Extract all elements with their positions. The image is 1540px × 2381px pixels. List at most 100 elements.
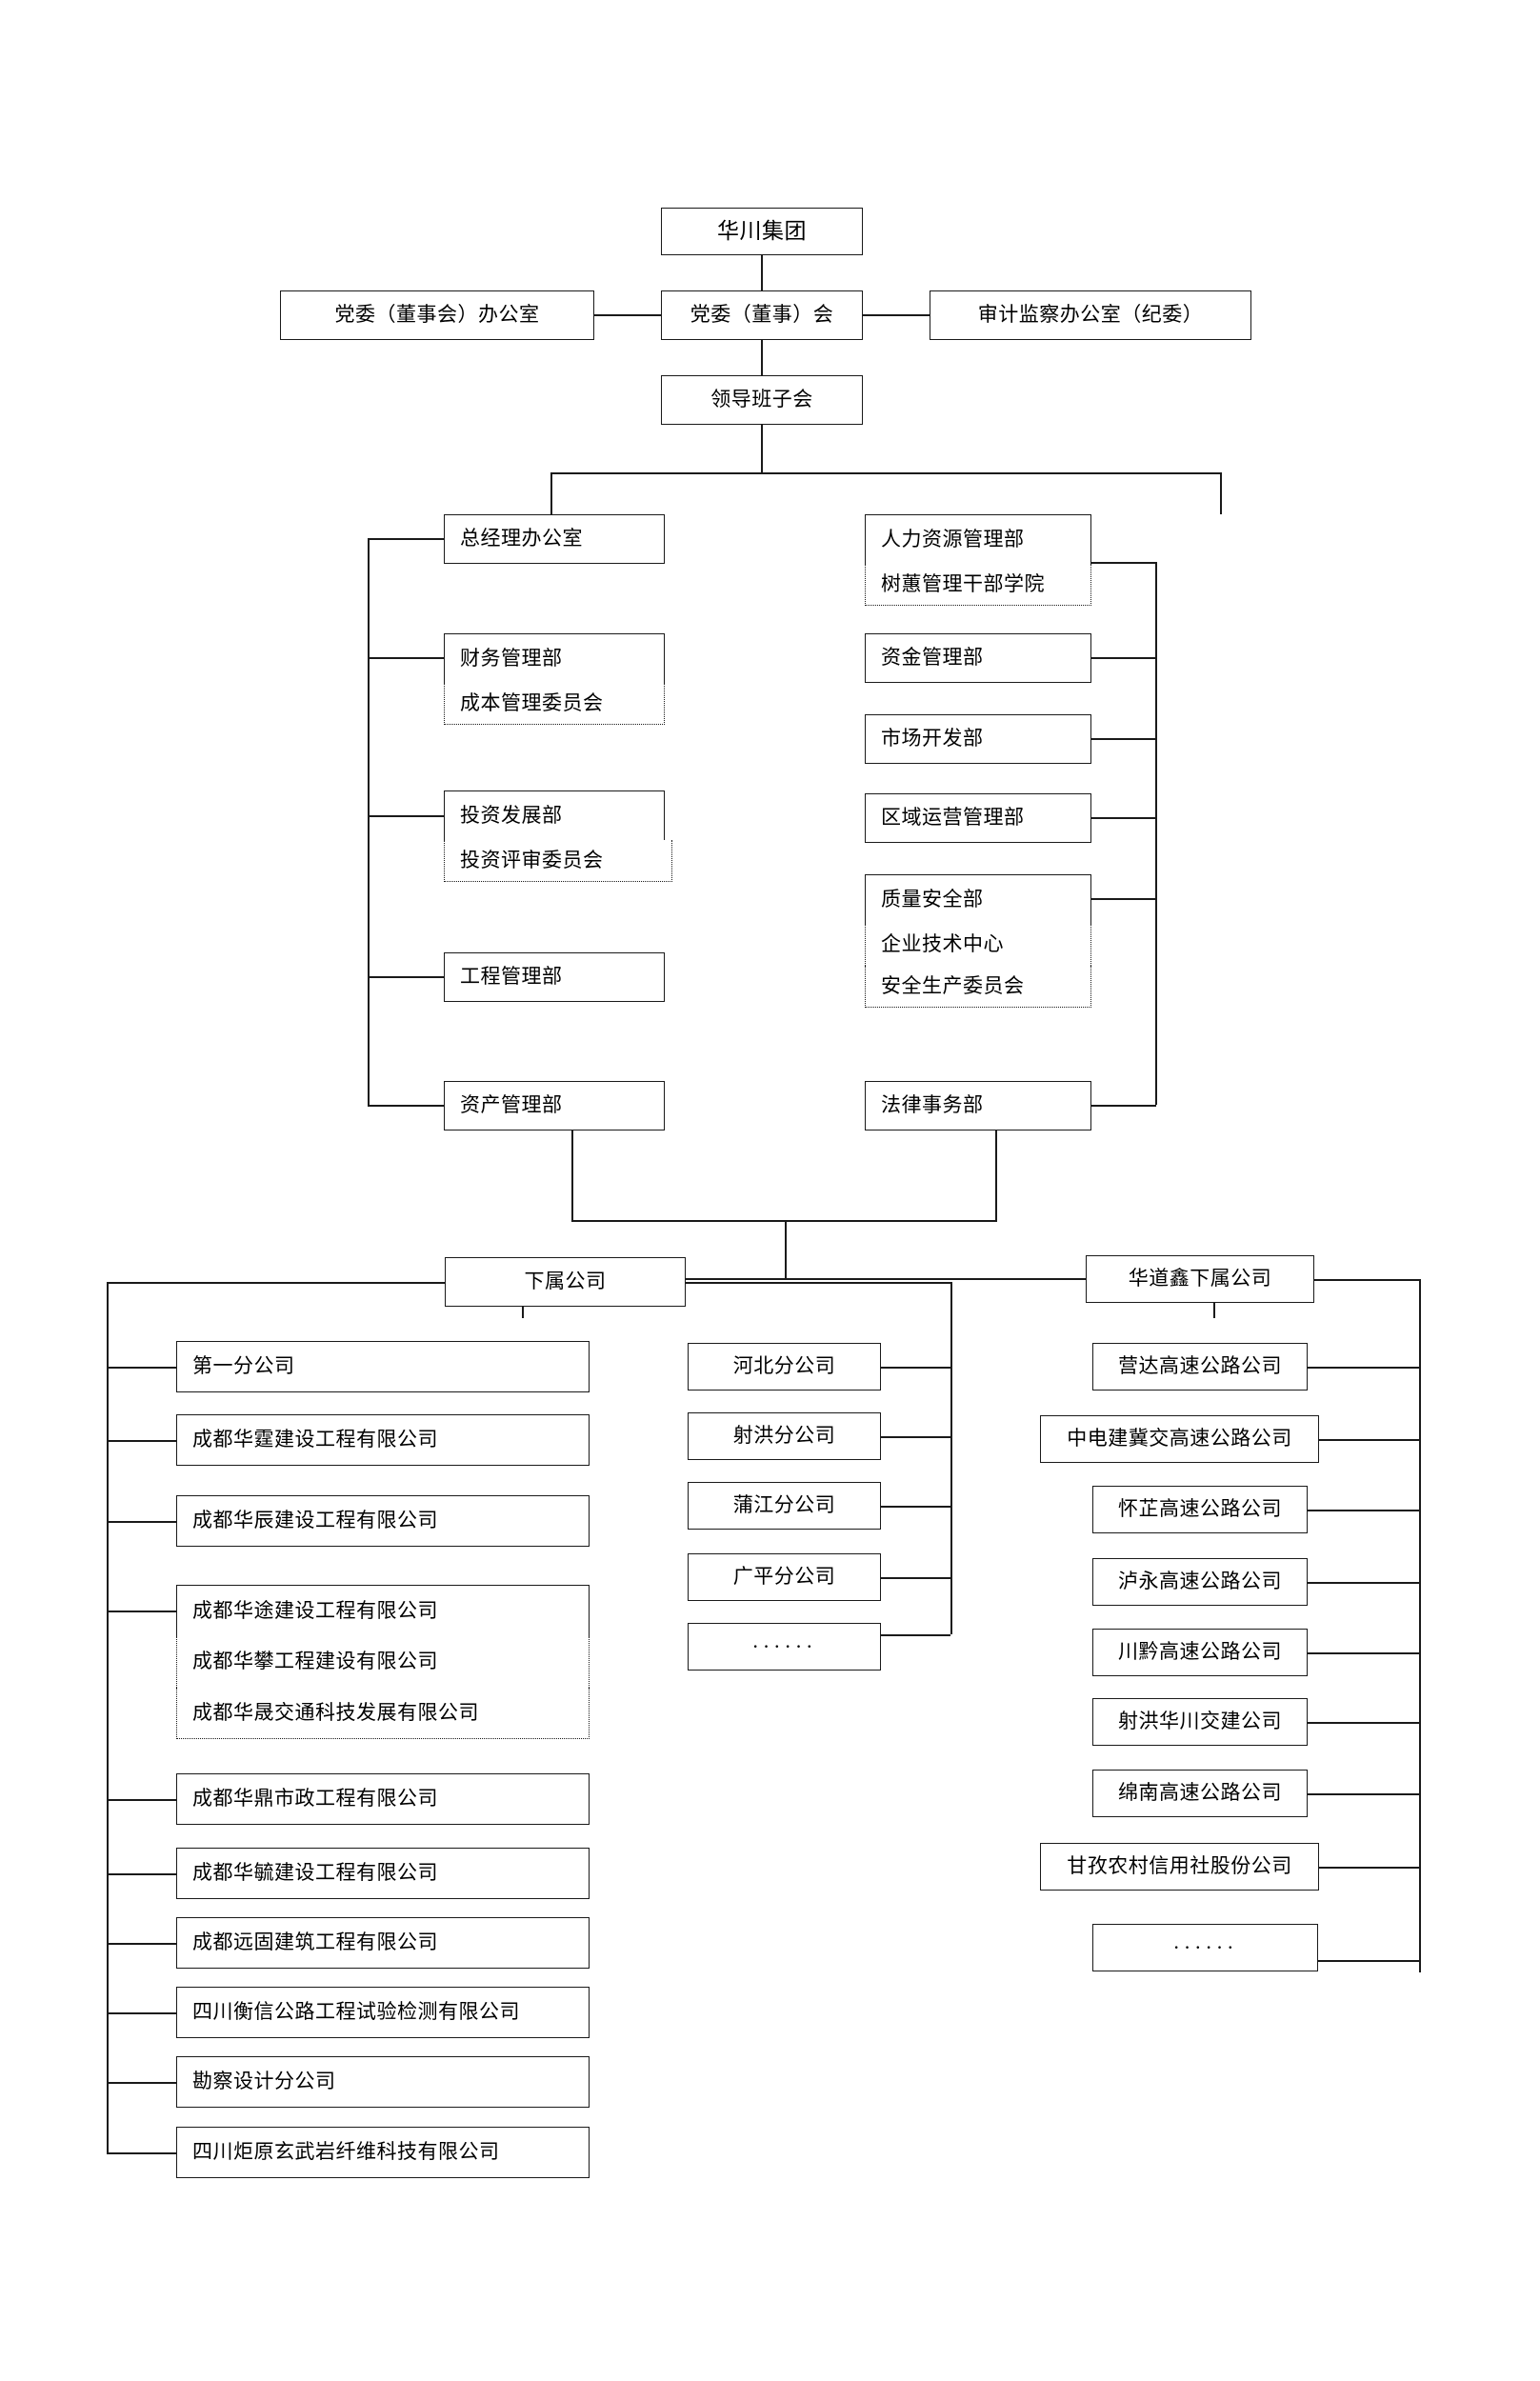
node-subunit-cost-committee[interactable]: 成本管理委员会 — [444, 683, 665, 725]
connector-root-down — [761, 255, 763, 293]
connector-sub-left-6 — [107, 1799, 176, 1801]
node-dept-human-resources[interactable]: 人力资源管理部 — [865, 514, 1091, 564]
connector-left-2 — [368, 815, 444, 817]
subsidiary-middle-spine — [950, 1282, 952, 1634]
node-branch-4[interactable]: 广平分公司 — [688, 1553, 881, 1601]
connector-right-3 — [1091, 817, 1156, 819]
node-subunit-safety-production-committee[interactable]: 安全生产委员会 — [865, 966, 1091, 1008]
connector-hdx-3 — [1308, 1582, 1419, 1584]
node-subsidiary-5[interactable]: 成都华攀工程建设有限公司 — [176, 1636, 590, 1688]
node-branch-2[interactable]: 射洪分公司 — [688, 1412, 881, 1460]
node-subsidiary-2[interactable]: 成都华霆建设工程有限公司 — [176, 1414, 590, 1466]
connector-hdx-7 — [1319, 1867, 1419, 1869]
node-dept-engineering[interactable]: 工程管理部 — [444, 952, 665, 1002]
subsidiary-left-spine — [107, 1282, 109, 2153]
connector-huadaoxin-header — [1314, 1279, 1419, 1281]
node-dept-fund[interactable]: 资金管理部 — [865, 633, 1091, 683]
connector-merge-down — [785, 1220, 787, 1279]
node-dept-general-manager-office[interactable]: 总经理办公室 — [444, 514, 665, 564]
connector-hdx-8 — [1318, 1960, 1419, 1962]
connector-sub-left-7 — [107, 1873, 176, 1875]
connector-hdx-1 — [1319, 1439, 1419, 1441]
node-dept-regional-operations[interactable]: 区域运营管理部 — [865, 793, 1091, 843]
connector-sub-mid-3 — [881, 1577, 950, 1579]
node-dept-finance[interactable]: 财务管理部 — [444, 633, 665, 683]
node-huadaoxin-more[interactable]: ······ — [1092, 1924, 1318, 1971]
node-subsidiary-header[interactable]: 下属公司 — [445, 1257, 686, 1307]
connector-sub-mid-0 — [881, 1367, 950, 1369]
node-subunit-enterprise-tech-center[interactable]: 企业技术中心 — [865, 924, 1091, 966]
connector-sub-mid-4 — [881, 1634, 950, 1636]
connector-partyoffice-committee — [594, 314, 661, 316]
connector-sub-left-9 — [107, 2012, 176, 2014]
node-huadaoxin-8[interactable]: 甘孜农村信用社股份公司 — [1040, 1843, 1319, 1891]
connector-sub-left-3 — [107, 1611, 176, 1612]
node-dept-quality-safety[interactable]: 质量安全部 — [865, 874, 1091, 924]
connector-sub-mid-1 — [881, 1436, 950, 1438]
node-subsidiary-6[interactable]: 成都华晟交通科技发展有限公司 — [176, 1688, 590, 1739]
node-branch-more[interactable]: ······ — [688, 1623, 881, 1671]
node-huadaoxin-5[interactable]: 川黔高速公路公司 — [1092, 1629, 1308, 1676]
node-subsidiary-10[interactable]: 四川衡信公路工程试验检测有限公司 — [176, 1987, 590, 2038]
node-subsidiary-11[interactable]: 勘察设计分公司 — [176, 2056, 590, 2108]
node-dept-market-development[interactable]: 市场开发部 — [865, 714, 1091, 764]
connector-legal-down — [995, 1130, 997, 1221]
connector-left-0 — [368, 538, 444, 540]
node-party-committee[interactable]: 党委（董事）会 — [661, 290, 863, 340]
node-branch-3[interactable]: 蒲江分公司 — [688, 1482, 881, 1530]
node-huadaoxin-header[interactable]: 华道鑫下属公司 — [1086, 1255, 1314, 1303]
connector-left-4 — [368, 1105, 444, 1107]
node-subsidiary-12[interactable]: 四川炬原玄武岩纤维科技有限公司 — [176, 2127, 590, 2178]
node-subunit-shuhui-academy[interactable]: 树蕙管理干部学院 — [865, 564, 1091, 606]
connector-right-1 — [1091, 657, 1156, 659]
node-subsidiary-8[interactable]: 成都华毓建设工程有限公司 — [176, 1848, 590, 1899]
connector-dept-bus — [550, 472, 1222, 474]
connector-bus-to-right-col — [1220, 472, 1222, 514]
connector-right-2 — [1091, 738, 1156, 740]
node-leadership-meeting[interactable]: 领导班子会 — [661, 375, 863, 425]
connector-sub-left-10 — [107, 2082, 176, 2084]
node-subsidiary-1[interactable]: 第一分公司 — [176, 1341, 590, 1392]
connector-sub-left-11 — [107, 2152, 176, 2154]
connector-bus-to-left-col — [550, 472, 552, 514]
connector-committee-audit — [863, 314, 930, 316]
connector-sub-left-0 — [107, 1367, 176, 1369]
node-subsidiary-3[interactable]: 成都华辰建设工程有限公司 — [176, 1495, 590, 1547]
node-huadaoxin-6[interactable]: 射洪华川交建公司 — [1092, 1698, 1308, 1746]
connector-sub-left-8 — [107, 1943, 176, 1945]
connector-asset-down — [571, 1130, 573, 1221]
connector-subsidiary-split-bus — [522, 1278, 1215, 1280]
connector-subsidiary-header-right — [686, 1282, 950, 1284]
node-group-root[interactable]: 华川集团 — [661, 208, 863, 255]
connector-subsidiary-merge-bus — [571, 1220, 997, 1222]
node-party-office[interactable]: 党委（董事会）办公室 — [280, 290, 594, 340]
connector-sub-mid-2 — [881, 1506, 950, 1508]
node-huadaoxin-7[interactable]: 绵南高速公路公司 — [1092, 1770, 1308, 1817]
connector-left-1 — [368, 657, 444, 659]
huadaoxin-spine — [1419, 1279, 1421, 1972]
node-huadaoxin-4[interactable]: 泸永高速公路公司 — [1092, 1558, 1308, 1606]
node-huadaoxin-2[interactable]: 中电建冀交高速公路公司 — [1040, 1415, 1319, 1463]
connector-committee-leadership — [761, 340, 763, 378]
node-dept-investment[interactable]: 投资发展部 — [444, 790, 665, 840]
node-huadaoxin-1[interactable]: 营达高速公路公司 — [1092, 1343, 1308, 1391]
connector-subsidiary-header-left — [107, 1282, 445, 1284]
node-dept-legal-affairs[interactable]: 法律事务部 — [865, 1081, 1091, 1130]
connector-right-4 — [1091, 898, 1156, 900]
node-dept-asset[interactable]: 资产管理部 — [444, 1081, 665, 1130]
connector-sub-left-2 — [107, 1521, 176, 1523]
connector-right-0 — [1091, 562, 1156, 564]
connector-hdx-6 — [1308, 1793, 1419, 1795]
node-huadaoxin-3[interactable]: 怀芷高速公路公司 — [1092, 1486, 1308, 1533]
connector-sub-left-1 — [107, 1440, 176, 1442]
node-subsidiary-7[interactable]: 成都华鼎市政工程有限公司 — [176, 1773, 590, 1825]
node-audit-office[interactable]: 审计监察办公室（纪委） — [930, 290, 1251, 340]
node-subunit-investment-review-committee[interactable]: 投资评审委员会 — [444, 840, 672, 882]
node-branch-1[interactable]: 河北分公司 — [688, 1343, 881, 1391]
connector-hdx-2 — [1308, 1510, 1419, 1511]
node-subsidiary-9[interactable]: 成都远固建筑工程有限公司 — [176, 1917, 590, 1969]
left-column-spine — [368, 538, 370, 1105]
node-subsidiary-4[interactable]: 成都华途建设工程有限公司 — [176, 1585, 590, 1636]
connector-right-5 — [1091, 1105, 1156, 1107]
